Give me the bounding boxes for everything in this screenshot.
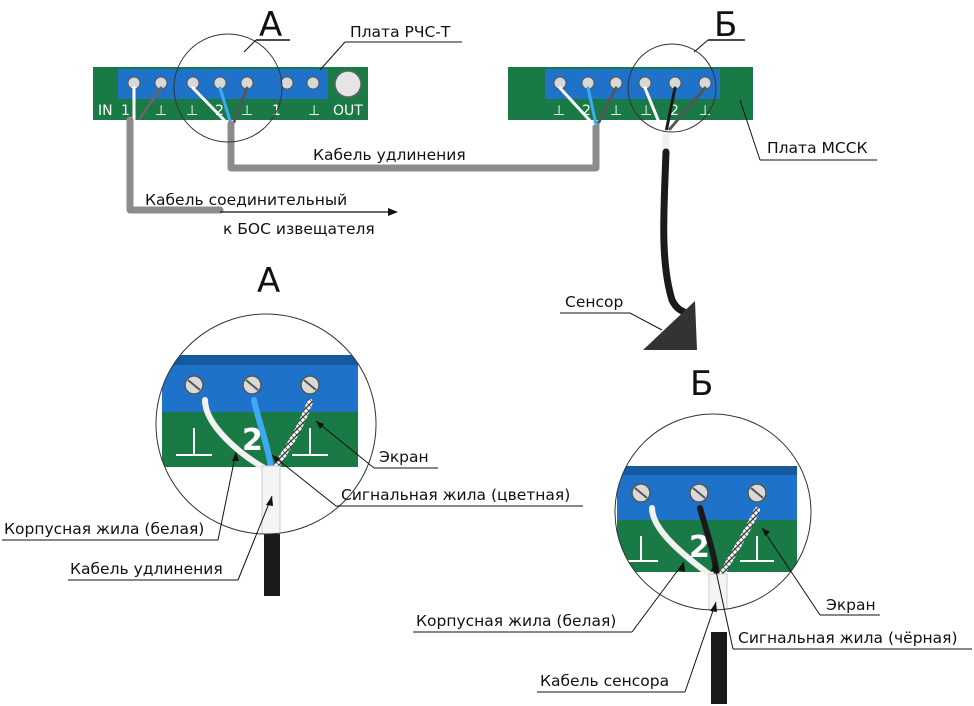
board-b-name: Плата МССК xyxy=(767,139,868,157)
board-a-wires xyxy=(132,86,249,126)
board-a-name: Плата РЧС-Т xyxy=(350,23,451,41)
svg-text:⊥: ⊥ xyxy=(640,103,652,119)
detail-b-cable: Кабель сенсора xyxy=(540,672,669,690)
sensor-cable xyxy=(660,148,688,316)
detail-b-title: Б xyxy=(690,364,713,404)
connecting-cable-label-2: к БОС извещателя xyxy=(223,220,375,238)
svg-text:⊥: ⊥ xyxy=(186,103,198,119)
svg-text:1: 1 xyxy=(272,103,281,119)
extension-cable-label: Кабель удлинения xyxy=(313,146,466,164)
detail-a-pin-2: 2 xyxy=(242,423,263,458)
callout-a-title: А xyxy=(259,5,282,45)
detail-b-pin-2: 2 xyxy=(689,530,710,565)
pin-out-label: OUT xyxy=(333,103,363,119)
svg-text:1: 1 xyxy=(121,103,130,119)
svg-text:2: 2 xyxy=(215,103,224,119)
connecting-cable-label-1: Кабель соединительный xyxy=(145,191,347,209)
sensor-cable-detail xyxy=(711,632,727,704)
sensor-label: Сенсор xyxy=(565,293,623,311)
detail-a-circle xyxy=(155,313,377,535)
svg-text:⊥: ⊥ xyxy=(699,103,711,119)
detail-a: 2 xyxy=(156,355,376,534)
detail-a-body: Корпусная жила (белая) xyxy=(4,520,204,538)
detail-b-screen: Экран xyxy=(826,596,876,614)
callout-b-title: Б xyxy=(714,5,737,45)
terminal-screws-a xyxy=(127,76,320,90)
sensor-body xyxy=(643,301,697,350)
callout-circle-a xyxy=(173,33,283,143)
pin-in-label: IN xyxy=(98,103,113,119)
out-connector xyxy=(334,70,362,98)
board-b-wires xyxy=(558,86,707,134)
connecting-cable xyxy=(126,116,224,214)
detail-b-body: Корпусная жила (белая) xyxy=(416,612,616,630)
svg-text:⊥: ⊥ xyxy=(610,103,622,119)
svg-text:⊥: ⊥ xyxy=(553,103,565,119)
svg-text:⊥: ⊥ xyxy=(155,103,167,119)
extension-cable xyxy=(227,120,600,172)
svg-text:2: 2 xyxy=(670,103,679,119)
detail-a-cable: Кабель удлинения xyxy=(70,560,223,578)
detail-a-screen: Экран xyxy=(379,448,429,466)
svg-text:2: 2 xyxy=(582,103,591,119)
detail-a-title: А xyxy=(257,261,280,301)
svg-text:⊥: ⊥ xyxy=(241,103,253,119)
board-a: IN 1 ⊥ ⊥ 2 ⊥ 1 ⊥ OUT xyxy=(93,67,368,120)
detail-a-signal: Сигнальная жила (цветная) xyxy=(341,486,570,504)
detail-b-signal: Сигнальная жила (чёрная) xyxy=(738,629,958,647)
callout-circle-b xyxy=(627,43,717,133)
svg-text:⊥: ⊥ xyxy=(308,103,320,119)
board-b: ⊥ 2 ⊥ ⊥ 2 ⊥ xyxy=(508,67,753,120)
detail-b: 2 xyxy=(615,414,811,610)
